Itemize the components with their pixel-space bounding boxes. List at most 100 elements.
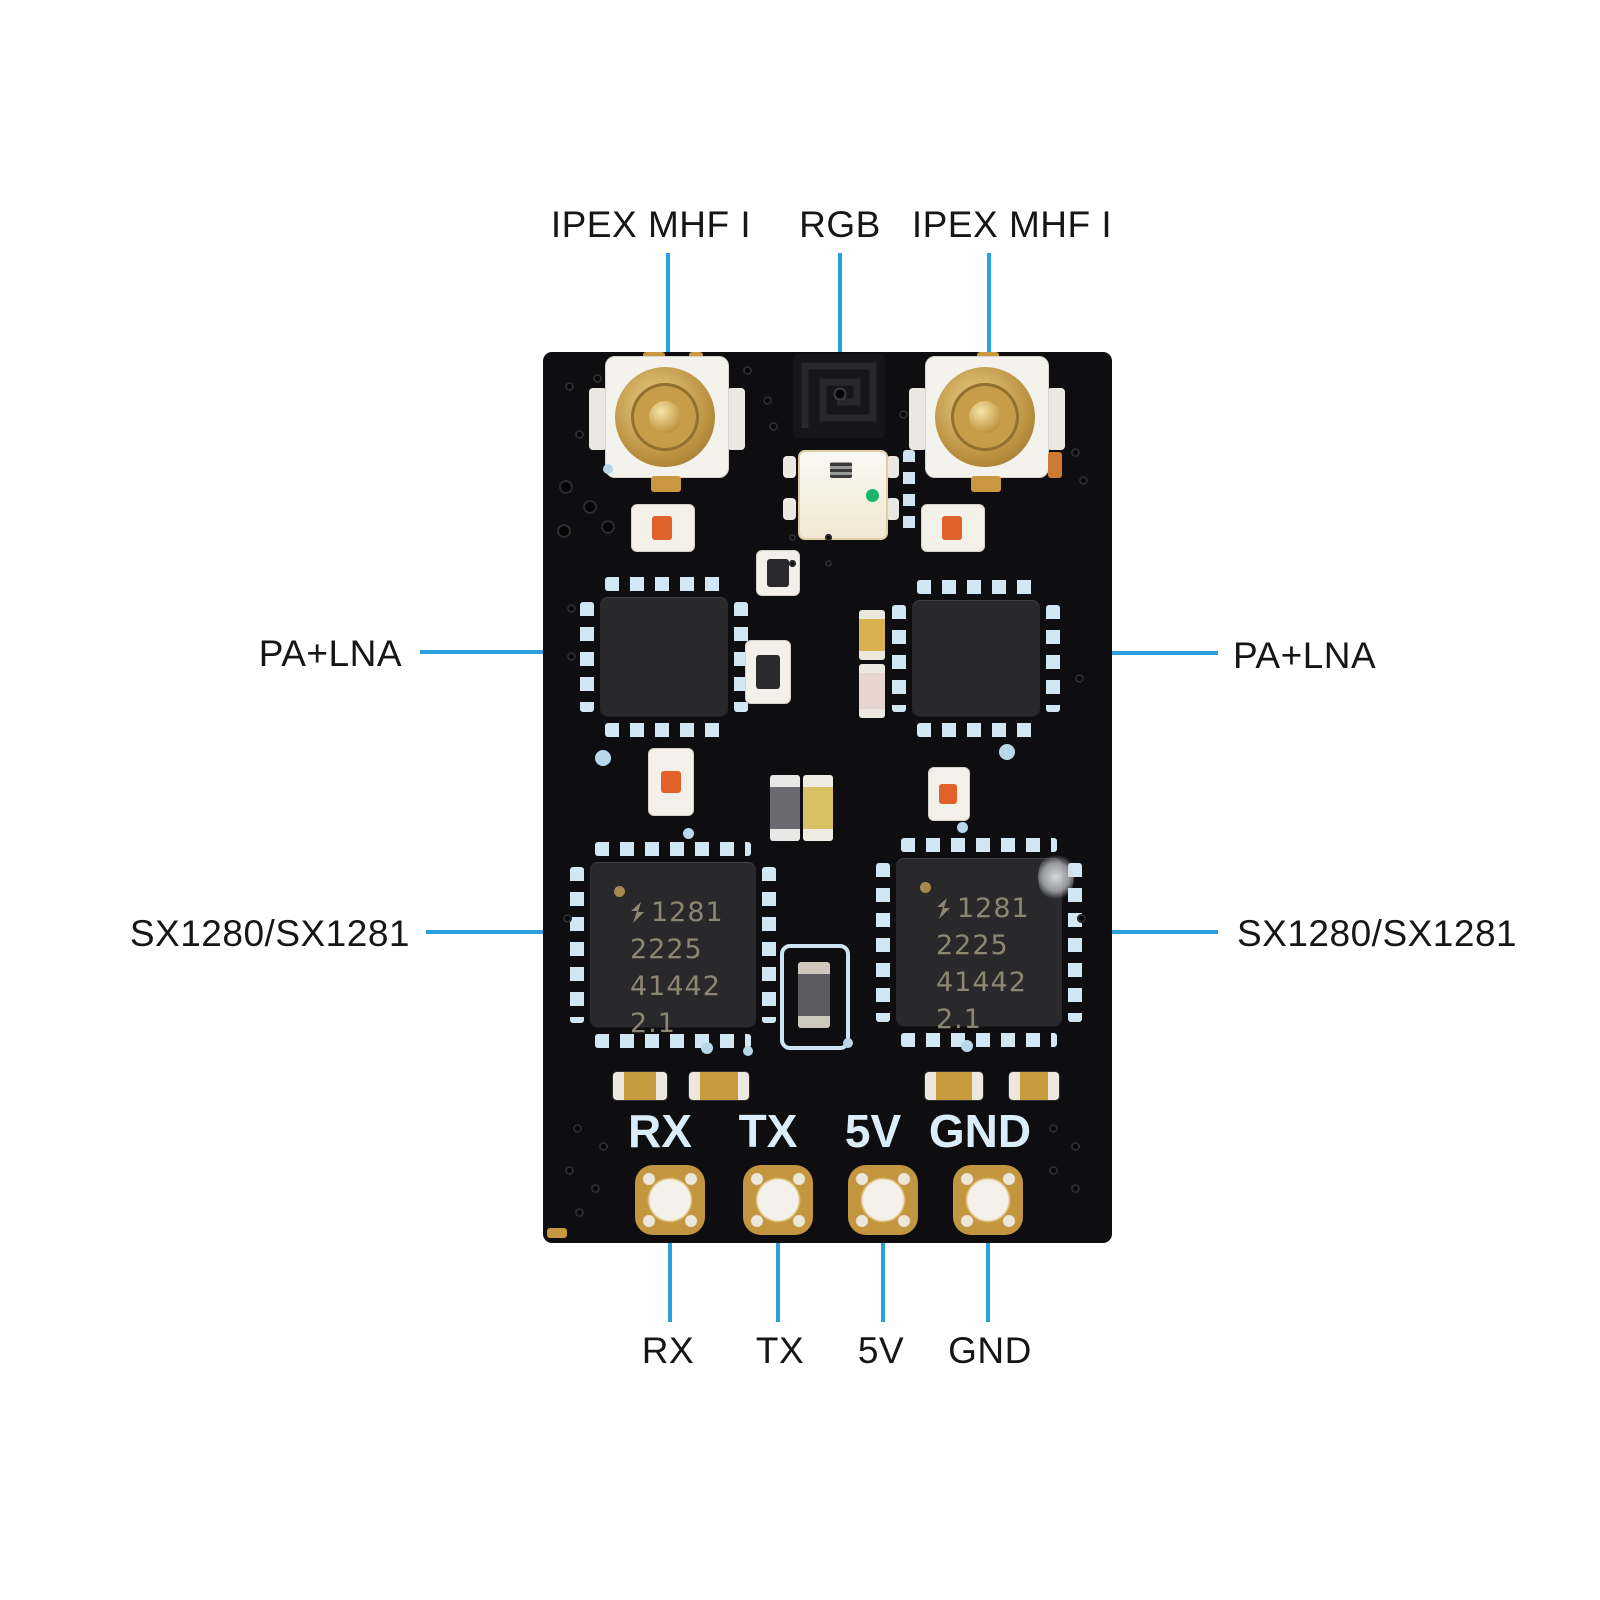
status-led-right — [928, 767, 970, 821]
via-dot — [565, 1166, 574, 1175]
via-dot — [563, 914, 572, 923]
ipex-flange — [909, 388, 927, 450]
rgb-led-die — [830, 462, 852, 478]
via-dot — [1049, 1124, 1058, 1133]
chip-pads — [917, 723, 1035, 737]
chip-pads — [605, 723, 723, 737]
via-dot — [1049, 1166, 1058, 1175]
ipex-orange-tab — [1048, 452, 1062, 478]
passive-component — [745, 640, 791, 704]
leader-line-pa-lna-right — [1028, 651, 1218, 655]
leader-line-sx-right — [1048, 930, 1218, 934]
tented-via — [957, 822, 968, 833]
via-dot — [567, 652, 576, 661]
leader-line-gnd — [986, 1198, 990, 1322]
chip-pads — [901, 838, 1057, 852]
via-dot — [557, 524, 571, 538]
crystal-oscillator — [780, 944, 850, 1050]
passive-component — [925, 1072, 983, 1100]
semtech-logo-icon — [937, 898, 950, 919]
passive-component — [756, 550, 800, 596]
rgb-led-body — [798, 450, 888, 540]
ipex-flange — [589, 388, 607, 450]
leader-line-ipex-left — [666, 253, 670, 371]
via-dot — [1071, 1142, 1080, 1151]
pad-strip — [903, 450, 915, 538]
component-body — [756, 655, 780, 689]
sx1280-chip-right: 1281 2225 41442 2.1 — [876, 838, 1082, 1047]
chip-marking-line: 41442 — [936, 967, 1027, 998]
chip-pads — [901, 1033, 1057, 1047]
rgb-led-green-dot — [866, 489, 879, 502]
tented-via — [743, 1046, 753, 1056]
via-dot — [591, 1184, 600, 1193]
passive-component — [689, 1072, 749, 1100]
callout-pa-lna-left: PA+LNA — [258, 633, 402, 674]
chip-pads — [892, 605, 906, 712]
capacitor-yellow — [859, 610, 885, 660]
coil-trace-icon — [793, 354, 885, 438]
chip-pads — [762, 867, 776, 1023]
tented-via — [961, 1040, 973, 1052]
solder-pad-rx — [635, 1165, 705, 1235]
tented-via — [701, 1042, 713, 1054]
via-dot — [825, 560, 832, 567]
chip-marking-line: 2.1 — [630, 1008, 676, 1039]
solder-pad-gnd — [953, 1165, 1023, 1235]
pin1-marker — [614, 886, 625, 897]
pa-lna-chip-left — [580, 577, 748, 737]
via-dot — [763, 396, 772, 405]
callout-ipex-left: IPEX MHF I — [550, 204, 752, 245]
ipex-flange — [727, 388, 745, 450]
rgb-led-pad — [783, 498, 796, 520]
pin1-marker — [920, 882, 931, 893]
via-dot — [789, 560, 796, 567]
chip-marking-line: 41442 — [630, 971, 721, 1002]
via-dot — [769, 422, 778, 431]
silkscreen-rx: RX — [628, 1105, 692, 1157]
semtech-logo-icon — [631, 902, 644, 923]
via-dot — [559, 480, 573, 494]
ipex-flange — [1047, 388, 1065, 450]
silkscreen-5v: 5V — [844, 1105, 902, 1157]
chip-pads — [876, 863, 890, 1022]
passive-component — [1009, 1072, 1059, 1100]
board-edge-pad — [547, 1228, 567, 1238]
chip-marking-line: 2225 — [630, 934, 703, 965]
tented-via — [595, 750, 611, 766]
callout-sx-left: SX1280/SX1281 — [129, 913, 410, 954]
leader-line-ipex-right — [987, 253, 991, 371]
leader-line-sx-left — [426, 930, 594, 934]
leader-line-rx — [668, 1198, 672, 1322]
board-edge-pad — [689, 352, 703, 358]
callout-gnd: GND — [948, 1330, 1032, 1371]
via-dot — [1075, 674, 1084, 683]
leader-line-tx — [776, 1198, 780, 1322]
receiver-pcb: 1281 2225 41442 2.1 1281 2225 41442 2.1 — [543, 352, 1112, 1243]
rgb-led-pad — [886, 456, 899, 478]
chip-marking-line: 1281 — [957, 893, 1030, 924]
chip-marking: 1281 2225 41442 2.1 — [630, 894, 724, 1042]
via-dot — [1079, 476, 1088, 485]
rgb-led-pad — [783, 456, 796, 478]
chip-marking-line: 2225 — [936, 930, 1009, 961]
led-die — [661, 771, 681, 793]
via-dot — [825, 534, 832, 541]
via-dot — [565, 382, 574, 391]
silkscreen-tx: TX — [738, 1105, 798, 1157]
chip-pads — [1068, 863, 1082, 1022]
tented-via — [843, 1038, 853, 1048]
via-dot — [599, 1142, 608, 1151]
chip-pads — [917, 580, 1035, 594]
capacitor-dark — [770, 775, 800, 841]
via-dot — [575, 1208, 584, 1217]
rf-switch-left — [631, 504, 695, 552]
chip-marking-line: 1281 — [651, 897, 724, 928]
tented-via — [603, 464, 613, 474]
solder-pad-tx — [743, 1165, 813, 1235]
tented-via — [999, 744, 1015, 760]
callout-5v: 5V — [857, 1330, 905, 1371]
sx1280-chip-left: 1281 2225 41442 2.1 — [570, 842, 776, 1048]
callout-rx: RX — [641, 1330, 695, 1371]
